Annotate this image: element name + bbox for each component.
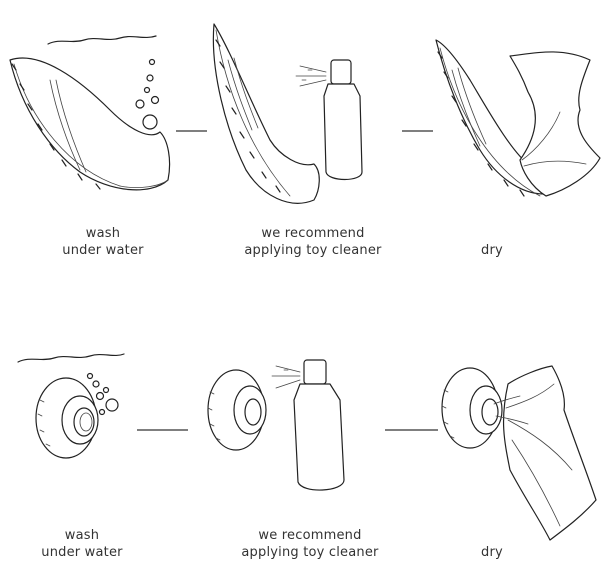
caption-top-cleaner: we recommend applying toy cleaner (213, 225, 413, 259)
caption-line: we recommend (210, 527, 410, 544)
caption-top-dry: dry (392, 242, 592, 259)
caption-line: we recommend (213, 225, 413, 242)
top-cleaner-illustration (213, 24, 362, 203)
bubble-icon (145, 88, 150, 93)
toy-body-icon (213, 24, 319, 203)
bubble-icon (88, 374, 93, 379)
caption-line: wash (3, 225, 203, 242)
caption-line: under water (3, 242, 203, 259)
caption-line: applying toy cleaner (213, 242, 413, 259)
caption-line: dry (392, 544, 592, 561)
bottom-cleaner-illustration (208, 360, 344, 490)
spray-nozzle-icon (331, 60, 351, 84)
bubble-icon (136, 100, 144, 108)
caption-line: wash (0, 527, 182, 544)
caption-bottom-cleaner: we recommend applying toy cleaner (210, 527, 410, 561)
bubble-icon (106, 399, 118, 411)
caption-line: dry (392, 242, 592, 259)
towel-icon (504, 366, 596, 540)
bubble-icon (93, 381, 99, 387)
top-dry-illustration (436, 40, 600, 196)
top-wash-illustration (10, 36, 170, 190)
water-line-icon (18, 354, 124, 362)
water-line-icon (48, 36, 156, 44)
spray-mist-icon (272, 366, 300, 388)
bubble-icon (150, 60, 155, 65)
bubble-icon (147, 75, 153, 81)
bottom-wash-illustration (18, 354, 124, 458)
spray-bottle-icon (324, 84, 362, 180)
bubble-icon (97, 393, 104, 400)
caption-bottom-wash: wash under water (0, 527, 182, 561)
spray-bottle-icon (294, 384, 344, 490)
spray-nozzle-icon (304, 360, 326, 384)
bubble-icon (152, 97, 159, 104)
caption-line: under water (0, 544, 182, 561)
bubble-icon (100, 410, 105, 415)
caption-line: applying toy cleaner (210, 544, 410, 561)
bubble-icon (104, 388, 109, 393)
bubble-icon (143, 115, 157, 129)
caption-bottom-dry: dry (392, 544, 592, 561)
toy-body-icon (10, 58, 170, 190)
spray-mist-icon (296, 66, 326, 86)
bottom-dry-illustration (442, 366, 596, 540)
caption-top-wash: wash under water (3, 225, 203, 259)
